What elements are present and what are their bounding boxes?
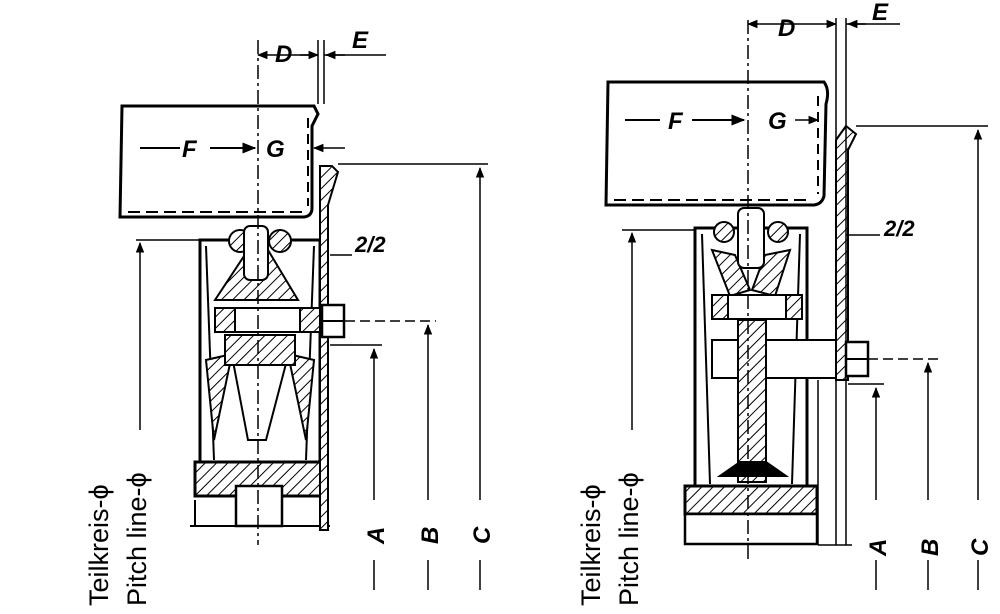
left-label-d: D <box>275 41 292 68</box>
left-rail <box>118 104 320 219</box>
left-label-pitch-line: Pitch line-ϕ <box>122 472 152 606</box>
right-trolley <box>683 207 839 546</box>
right-label-ratio: 2/2 <box>883 216 915 241</box>
right-rail <box>604 80 830 207</box>
left-view <box>118 40 488 590</box>
left-label-f: F <box>182 136 198 163</box>
left-trolley <box>190 225 330 528</box>
right-view <box>604 18 988 590</box>
right-label-b: B <box>917 539 944 556</box>
left-label-g: G <box>266 136 285 163</box>
right-label-c: C <box>967 538 994 556</box>
left-label-e: E <box>352 27 369 54</box>
left-guide-plate <box>319 165 346 531</box>
right-label-d: D <box>778 15 795 42</box>
right-label-pitch-line: Pitch line-ϕ <box>614 472 644 606</box>
right-guide-plate <box>835 124 870 381</box>
left-label-ratio: 2/2 <box>354 232 386 257</box>
left-label-a: A <box>363 527 390 545</box>
right-label-f: F <box>668 108 684 135</box>
left-label-c: C <box>469 526 496 544</box>
right-label-teilkreis: Teilkreis-ϕ <box>576 484 606 606</box>
left-label-b: B <box>417 527 444 544</box>
right-label-g: G <box>768 108 787 135</box>
right-label-e: E <box>872 0 889 26</box>
left-label-teilkreis: Teilkreis-ϕ <box>84 484 114 606</box>
right-label-a: A <box>865 539 892 557</box>
